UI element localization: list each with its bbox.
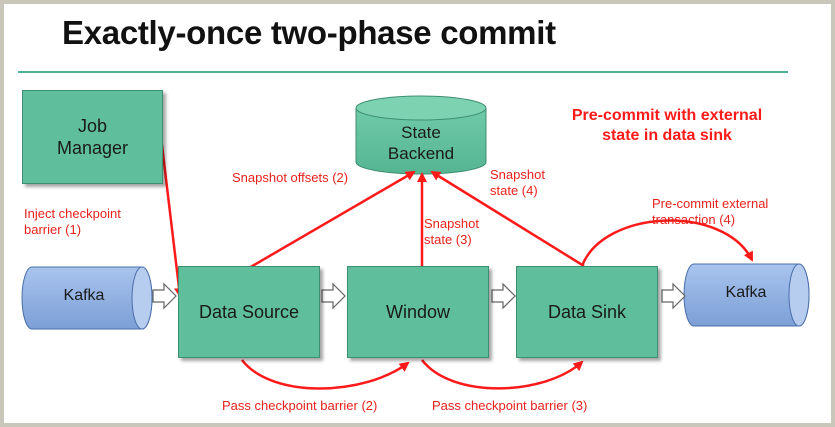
state-backend-label: State Backend xyxy=(387,123,455,163)
pass-barrier-2-note: Pass checkpoint barrier (2) xyxy=(222,398,378,413)
snapshot-state-3-note: Snapshot state (3) xyxy=(424,216,479,247)
arrow-precommit xyxy=(580,219,754,267)
pass-barrier-3-note: Pass checkpoint barrier (3) xyxy=(432,398,588,413)
kafka-source-label: Kafka xyxy=(63,287,105,304)
red-arrows xyxy=(159,136,754,390)
precommit-transaction-note: Pre-commit external transaction (4) xyxy=(652,196,769,227)
data-sink-label: Data Sink xyxy=(547,302,627,322)
flow-arrow-window-to-sink xyxy=(491,282,516,310)
precommit-headline: Pre-commit with external state in data s… xyxy=(571,107,763,144)
flow-arrow-kafka-to-source xyxy=(152,282,177,310)
slide-title: Exactly-once two-phase commit xyxy=(62,14,556,51)
arrow-pass-barrier-2 xyxy=(241,359,410,390)
title-divider xyxy=(18,71,788,73)
snapshot-state-4-note: Snapshot state (4) xyxy=(490,167,545,198)
arrow-snapshot-state-4 xyxy=(430,170,585,268)
arrow-pass-barrier-3 xyxy=(421,359,584,390)
data-source-box: Data Source xyxy=(178,266,320,358)
arrow-inject-barrier xyxy=(159,136,185,298)
data-sink-box: Data Sink xyxy=(516,266,658,358)
flow-arrow-source-to-window xyxy=(321,282,346,310)
flow-arrow-sink-to-kafka xyxy=(661,282,686,310)
slide: Exactly-once two-phase commit xyxy=(4,4,831,423)
snapshot-offsets-note: Snapshot offsets (2) xyxy=(232,170,349,185)
window-label: Window xyxy=(385,302,451,322)
arrow-snapshot-offsets xyxy=(241,170,416,274)
job-manager-box: Job Manager xyxy=(22,90,163,184)
flow-arrows xyxy=(152,282,686,310)
job-manager-label: Job Manager xyxy=(56,116,129,158)
window-box: Window xyxy=(347,266,489,358)
diagram-canvas xyxy=(21,95,810,390)
inject-barrier-note: Inject checkpoint barrier (1) xyxy=(24,206,121,237)
kafka-source-cylinder xyxy=(21,266,153,330)
kafka-sink-label: Kafka xyxy=(725,284,767,301)
kafka-sink-cylinder xyxy=(683,263,810,327)
data-source-label: Data Source xyxy=(198,302,300,322)
